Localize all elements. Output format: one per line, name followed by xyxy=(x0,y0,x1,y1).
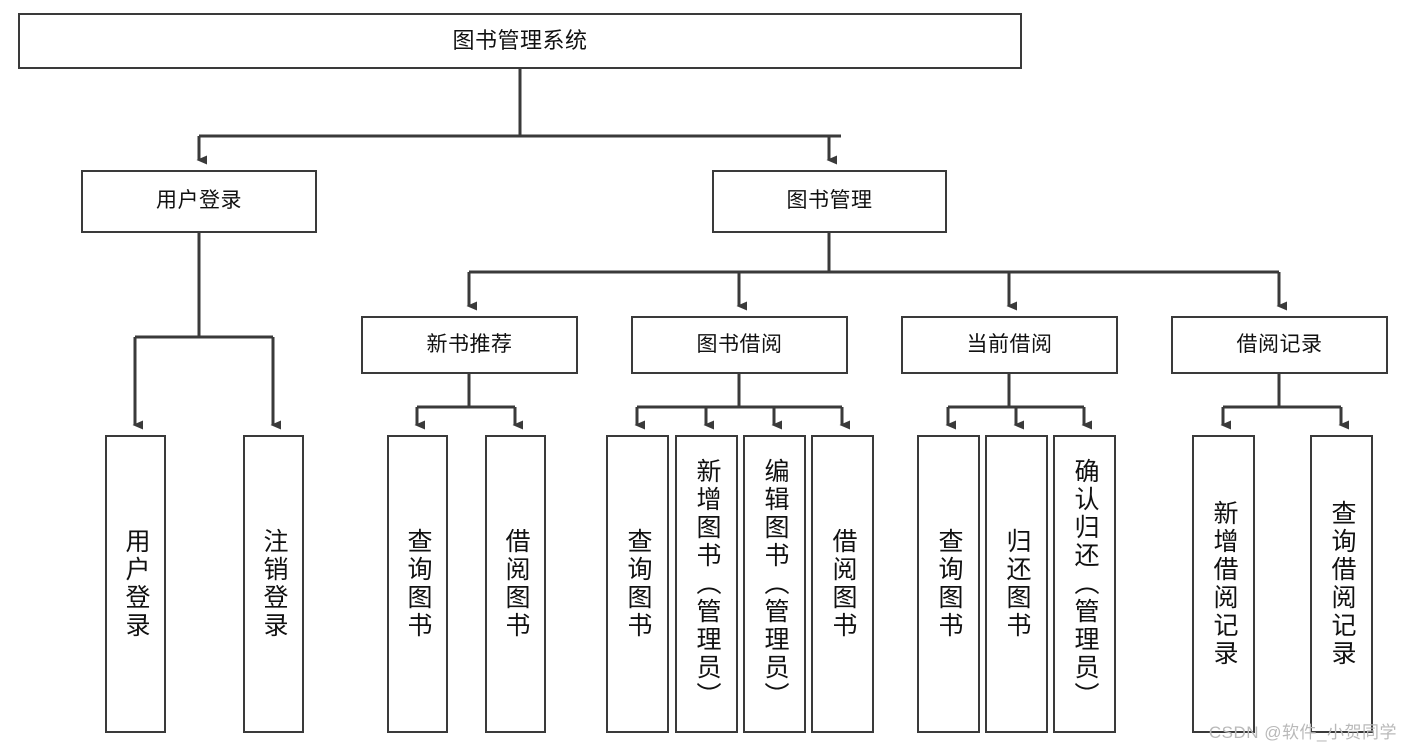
node-leaf-query-book-borrow-label: 查询图书 xyxy=(624,528,652,640)
node-leaf-confirm-return-admin[interactable]: 确认归还（管理员） xyxy=(1053,435,1116,733)
node-new-book-recommend[interactable]: 新书推荐 xyxy=(361,316,578,374)
node-leaf-query-book-recommend-label: 查询图书 xyxy=(404,528,432,640)
node-borrow-record-label: 借阅记录 xyxy=(1236,332,1323,356)
node-leaf-query-book-borrow[interactable]: 查询图书 xyxy=(606,435,669,733)
node-book-management-label: 图书管理 xyxy=(786,189,873,213)
node-root[interactable]: 图书管理系统 xyxy=(18,13,1022,69)
node-leaf-confirm-return-admin-label: 确认归还（管理员） xyxy=(1071,458,1099,710)
node-leaf-user-logout[interactable]: 注销登录 xyxy=(243,435,304,733)
node-leaf-edit-book-admin[interactable]: 编辑图书（管理员） xyxy=(743,435,806,733)
node-leaf-edit-book-admin-label: 编辑图书（管理员） xyxy=(761,458,789,710)
node-root-label: 图书管理系统 xyxy=(452,28,588,54)
node-leaf-add-borrow-record-label: 新增借阅记录 xyxy=(1210,500,1238,668)
node-leaf-query-book-current-label: 查询图书 xyxy=(935,528,963,640)
node-leaf-query-borrow-record-label: 查询借阅记录 xyxy=(1328,500,1356,668)
node-book-management[interactable]: 图书管理 xyxy=(712,170,947,233)
watermark-text: CSDN @软件_小贺同学 xyxy=(1208,723,1397,742)
node-book-borrow-label: 图书借阅 xyxy=(696,332,783,356)
node-leaf-query-book-recommend[interactable]: 查询图书 xyxy=(387,435,448,733)
node-user-login[interactable]: 用户登录 xyxy=(81,170,317,233)
node-current-borrow-label: 当前借阅 xyxy=(966,332,1053,356)
node-current-borrow[interactable]: 当前借阅 xyxy=(901,316,1118,374)
node-leaf-return-book-label: 归还图书 xyxy=(1003,528,1031,640)
node-user-login-label: 用户登录 xyxy=(156,189,242,213)
node-leaf-add-book-admin[interactable]: 新增图书（管理员） xyxy=(675,435,738,733)
node-leaf-add-borrow-record[interactable]: 新增借阅记录 xyxy=(1192,435,1255,733)
node-leaf-add-book-admin-label: 新增图书（管理员） xyxy=(693,458,721,710)
node-new-book-recommend-label: 新书推荐 xyxy=(426,332,513,356)
node-leaf-query-book-current[interactable]: 查询图书 xyxy=(917,435,980,733)
node-leaf-borrow-book-label: 借阅图书 xyxy=(829,528,857,640)
node-leaf-borrow-book-recommend-label: 借阅图书 xyxy=(502,528,530,640)
node-borrow-record[interactable]: 借阅记录 xyxy=(1171,316,1388,374)
node-leaf-user-login-label: 用户登录 xyxy=(122,528,150,640)
node-leaf-borrow-book-recommend[interactable]: 借阅图书 xyxy=(485,435,546,733)
node-leaf-user-login[interactable]: 用户登录 xyxy=(105,435,166,733)
node-leaf-borrow-book[interactable]: 借阅图书 xyxy=(811,435,874,733)
node-leaf-return-book[interactable]: 归还图书 xyxy=(985,435,1048,733)
node-leaf-query-borrow-record[interactable]: 查询借阅记录 xyxy=(1310,435,1373,733)
node-leaf-user-logout-label: 注销登录 xyxy=(260,528,288,640)
node-book-borrow[interactable]: 图书借阅 xyxy=(631,316,848,374)
